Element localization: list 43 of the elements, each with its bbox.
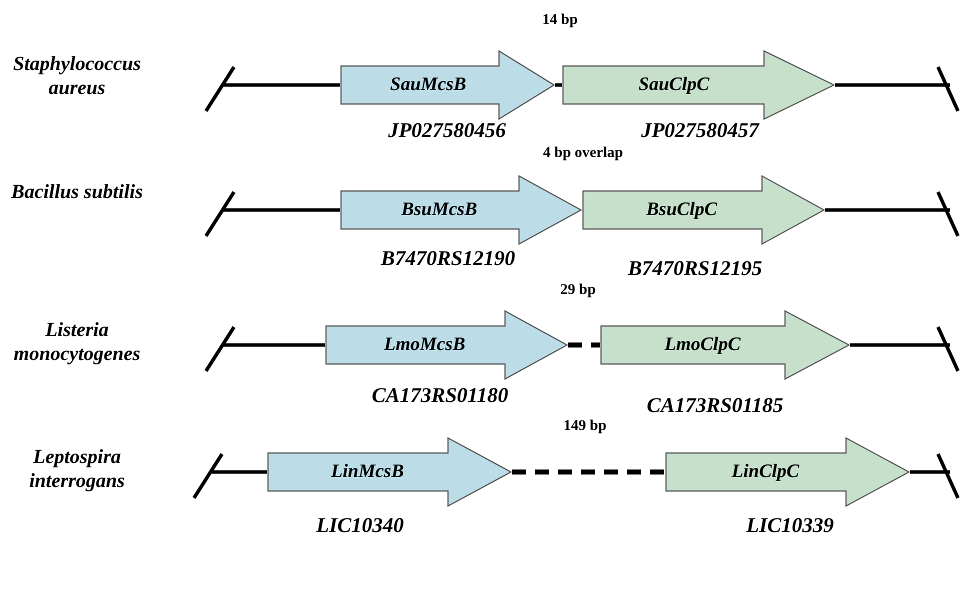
chromosome-line	[835, 83, 950, 87]
locus-tag: LIC10339	[746, 513, 834, 538]
spacer-length: 29 bp	[560, 282, 596, 299]
gene-name: LmoMcsB	[384, 334, 466, 356]
chromosome-line	[850, 343, 950, 347]
chromosome-line	[222, 208, 340, 212]
gene-arrow	[340, 175, 582, 245]
species-name: Bacillus subtilis	[10, 180, 144, 204]
chromosome-line	[825, 208, 950, 212]
species-name: Listeria monocytogenes	[12, 318, 142, 366]
locus-tag: JP027580456	[388, 118, 506, 143]
spacer-line	[512, 470, 665, 474]
gene-arrow	[325, 310, 568, 380]
locus-tag: CA173RS01180	[372, 383, 508, 408]
gene-arrow	[267, 437, 512, 507]
species-name: Staphylococcus aureus	[12, 52, 142, 100]
locus-tag: B7470RS12195	[628, 256, 762, 281]
gene-arrow	[340, 50, 555, 120]
gene-name: BsuClpC	[646, 199, 718, 221]
spacer-length: 4 bp overlap	[543, 145, 623, 162]
gene-name: LinClpC	[732, 461, 800, 483]
gene-arrow	[562, 50, 835, 120]
chromosome-line	[210, 470, 267, 474]
gene-name: SauClpC	[638, 74, 710, 96]
spacer-length: 149 bp	[564, 418, 606, 435]
spacer-line	[568, 342, 600, 348]
gene-name: BsuMcsB	[401, 199, 478, 221]
spacer-line	[555, 83, 562, 87]
locus-tag: CA173RS01185	[646, 393, 784, 418]
locus-tag: LIC10340	[316, 513, 404, 538]
locus-tag: JP027580457	[641, 118, 759, 143]
gene-arrow	[665, 437, 910, 507]
spacer-length: 14 bp	[542, 12, 578, 29]
chromosome-line	[222, 343, 325, 347]
gene-arrow	[582, 175, 825, 245]
locus-tag: B7470RS12190	[380, 246, 516, 271]
chromosome-line	[222, 83, 340, 87]
species-name: Leptospira interrogans	[28, 445, 126, 493]
chromosome-line	[910, 470, 950, 474]
gene-arrow	[600, 310, 850, 380]
gene-name: SauMcsB	[390, 74, 466, 96]
gene-name: LmoClpC	[664, 334, 740, 356]
gene-name: LinMcsB	[331, 461, 404, 483]
